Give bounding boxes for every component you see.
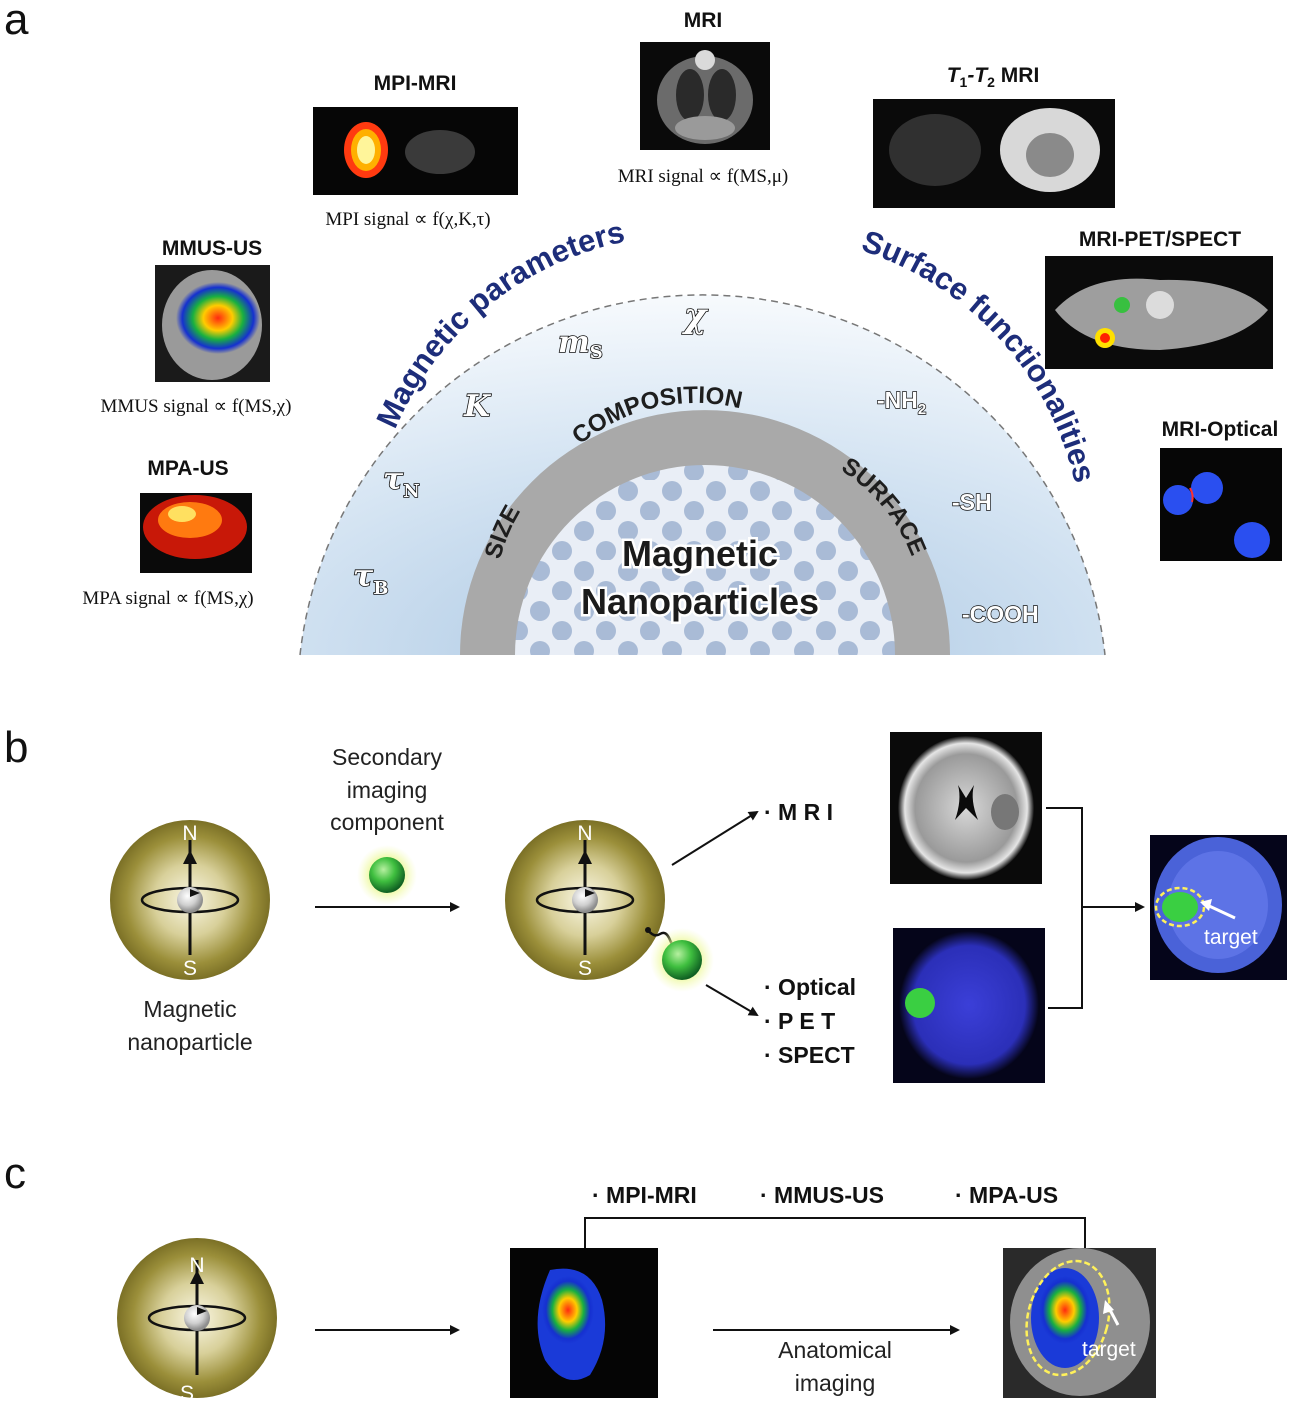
target-label-c: target: [1082, 1338, 1136, 1361]
param-chi: χ: [682, 296, 709, 336]
core-label-line1: Magnetic: [622, 533, 778, 574]
mmus-us-title: MMUS-US: [162, 237, 262, 260]
brain-mri-image: [890, 732, 1042, 884]
dome-dashed-border: [299, 294, 1106, 656]
anatomical-label-line2: imaging: [795, 1370, 876, 1396]
magnetic-nanoparticle-b: N S: [110, 820, 270, 980]
mri-title: MRI: [684, 9, 723, 32]
branch-mri-label: · M R I: [764, 799, 833, 825]
mri-optical-image: [1160, 448, 1282, 561]
mpi-formula: MPI signal ∝ f(χ,K,τ): [325, 209, 490, 230]
branch-optical-label: · Optical: [764, 974, 856, 1000]
mpa-us-title: MPA-US: [147, 457, 228, 480]
secondary-label-line2: imaging: [347, 777, 428, 803]
nanoparticle-label-line1: Magnetic: [143, 996, 236, 1022]
param-tau-n: τN: [383, 462, 420, 502]
magnetic-nanoparticle-c: N S: [117, 1238, 277, 1405]
group-sh: -SH: [952, 489, 992, 515]
modality-mpi-mri: · MPI-MRI: [592, 1182, 697, 1208]
brain-pet-image: [893, 928, 1045, 1083]
mri-formula: MRI signal ∝ f(MS,μ): [618, 166, 788, 187]
mri-optical-title: MRI-Optical: [1162, 418, 1279, 441]
secondary-imaging-component: [357, 845, 417, 905]
modality-bracket: [584, 1217, 1086, 1250]
param-k: K: [463, 389, 492, 424]
modality-mmus-us: · MMUS-US: [760, 1182, 884, 1208]
secondary-label-line1: Secondary: [332, 744, 442, 770]
anatomical-fused-image: [1003, 1248, 1156, 1398]
t1t2-mri-title: T1-T2 MRI: [947, 64, 1040, 90]
north-pole-label: N: [182, 822, 197, 845]
nanoparticle-core: [515, 465, 895, 655]
north-pole-label-mid: N: [577, 822, 592, 845]
fused-image: [1150, 835, 1287, 980]
mpa-us-image: [140, 493, 252, 573]
panel-c-letter: c: [4, 1149, 26, 1198]
north-pole-label-c: N: [189, 1254, 204, 1277]
param-ms: mS: [558, 325, 603, 363]
mpa-formula: MPA signal ∝ f(MS,χ): [82, 588, 253, 609]
south-pole-label: S: [183, 957, 197, 980]
magnetic-signal-image: [510, 1248, 658, 1398]
modality-mpa-us: · MPA-US: [955, 1182, 1058, 1208]
param-tau-b: τB: [353, 559, 388, 599]
hybrid-nanoparticle: N S: [505, 820, 714, 992]
mmus-formula: MMUS signal ∝ f(MS,χ): [101, 396, 292, 417]
panel-b-letter: b: [4, 723, 28, 772]
group-cooh: -COOH: [962, 601, 1039, 627]
mri-pet-spect-title: MRI-PET/SPECT: [1079, 228, 1241, 251]
branch-pet-label: · P E T: [764, 1008, 835, 1034]
group-nh2: -NH2: [877, 387, 926, 418]
mmus-us-image: [155, 265, 270, 382]
anatomical-label-line1: Anatomical: [778, 1337, 892, 1363]
mpi-mri-image: [313, 107, 518, 195]
t1t2-mri-image: [873, 99, 1115, 208]
mri-pet-spect-image: [1045, 256, 1273, 369]
mpi-mri-title: MPI-MRI: [374, 72, 457, 95]
branch-spect-label: · SPECT: [764, 1042, 855, 1068]
panel-a-letter: a: [4, 0, 29, 44]
target-label-b: target: [1204, 926, 1258, 949]
nanoparticle-label-line2: nanoparticle: [127, 1029, 252, 1055]
core-label-line2: Nanoparticles: [581, 581, 819, 622]
mri-image: [640, 42, 770, 150]
south-pole-label-mid: S: [578, 957, 592, 980]
fusion-connector: [1046, 807, 1083, 1009]
south-pole-label-c: S: [180, 1382, 194, 1405]
secondary-label-line3: component: [330, 809, 444, 835]
arrow-to-optical: [705, 984, 759, 1017]
arrow-to-mri: [671, 810, 759, 866]
